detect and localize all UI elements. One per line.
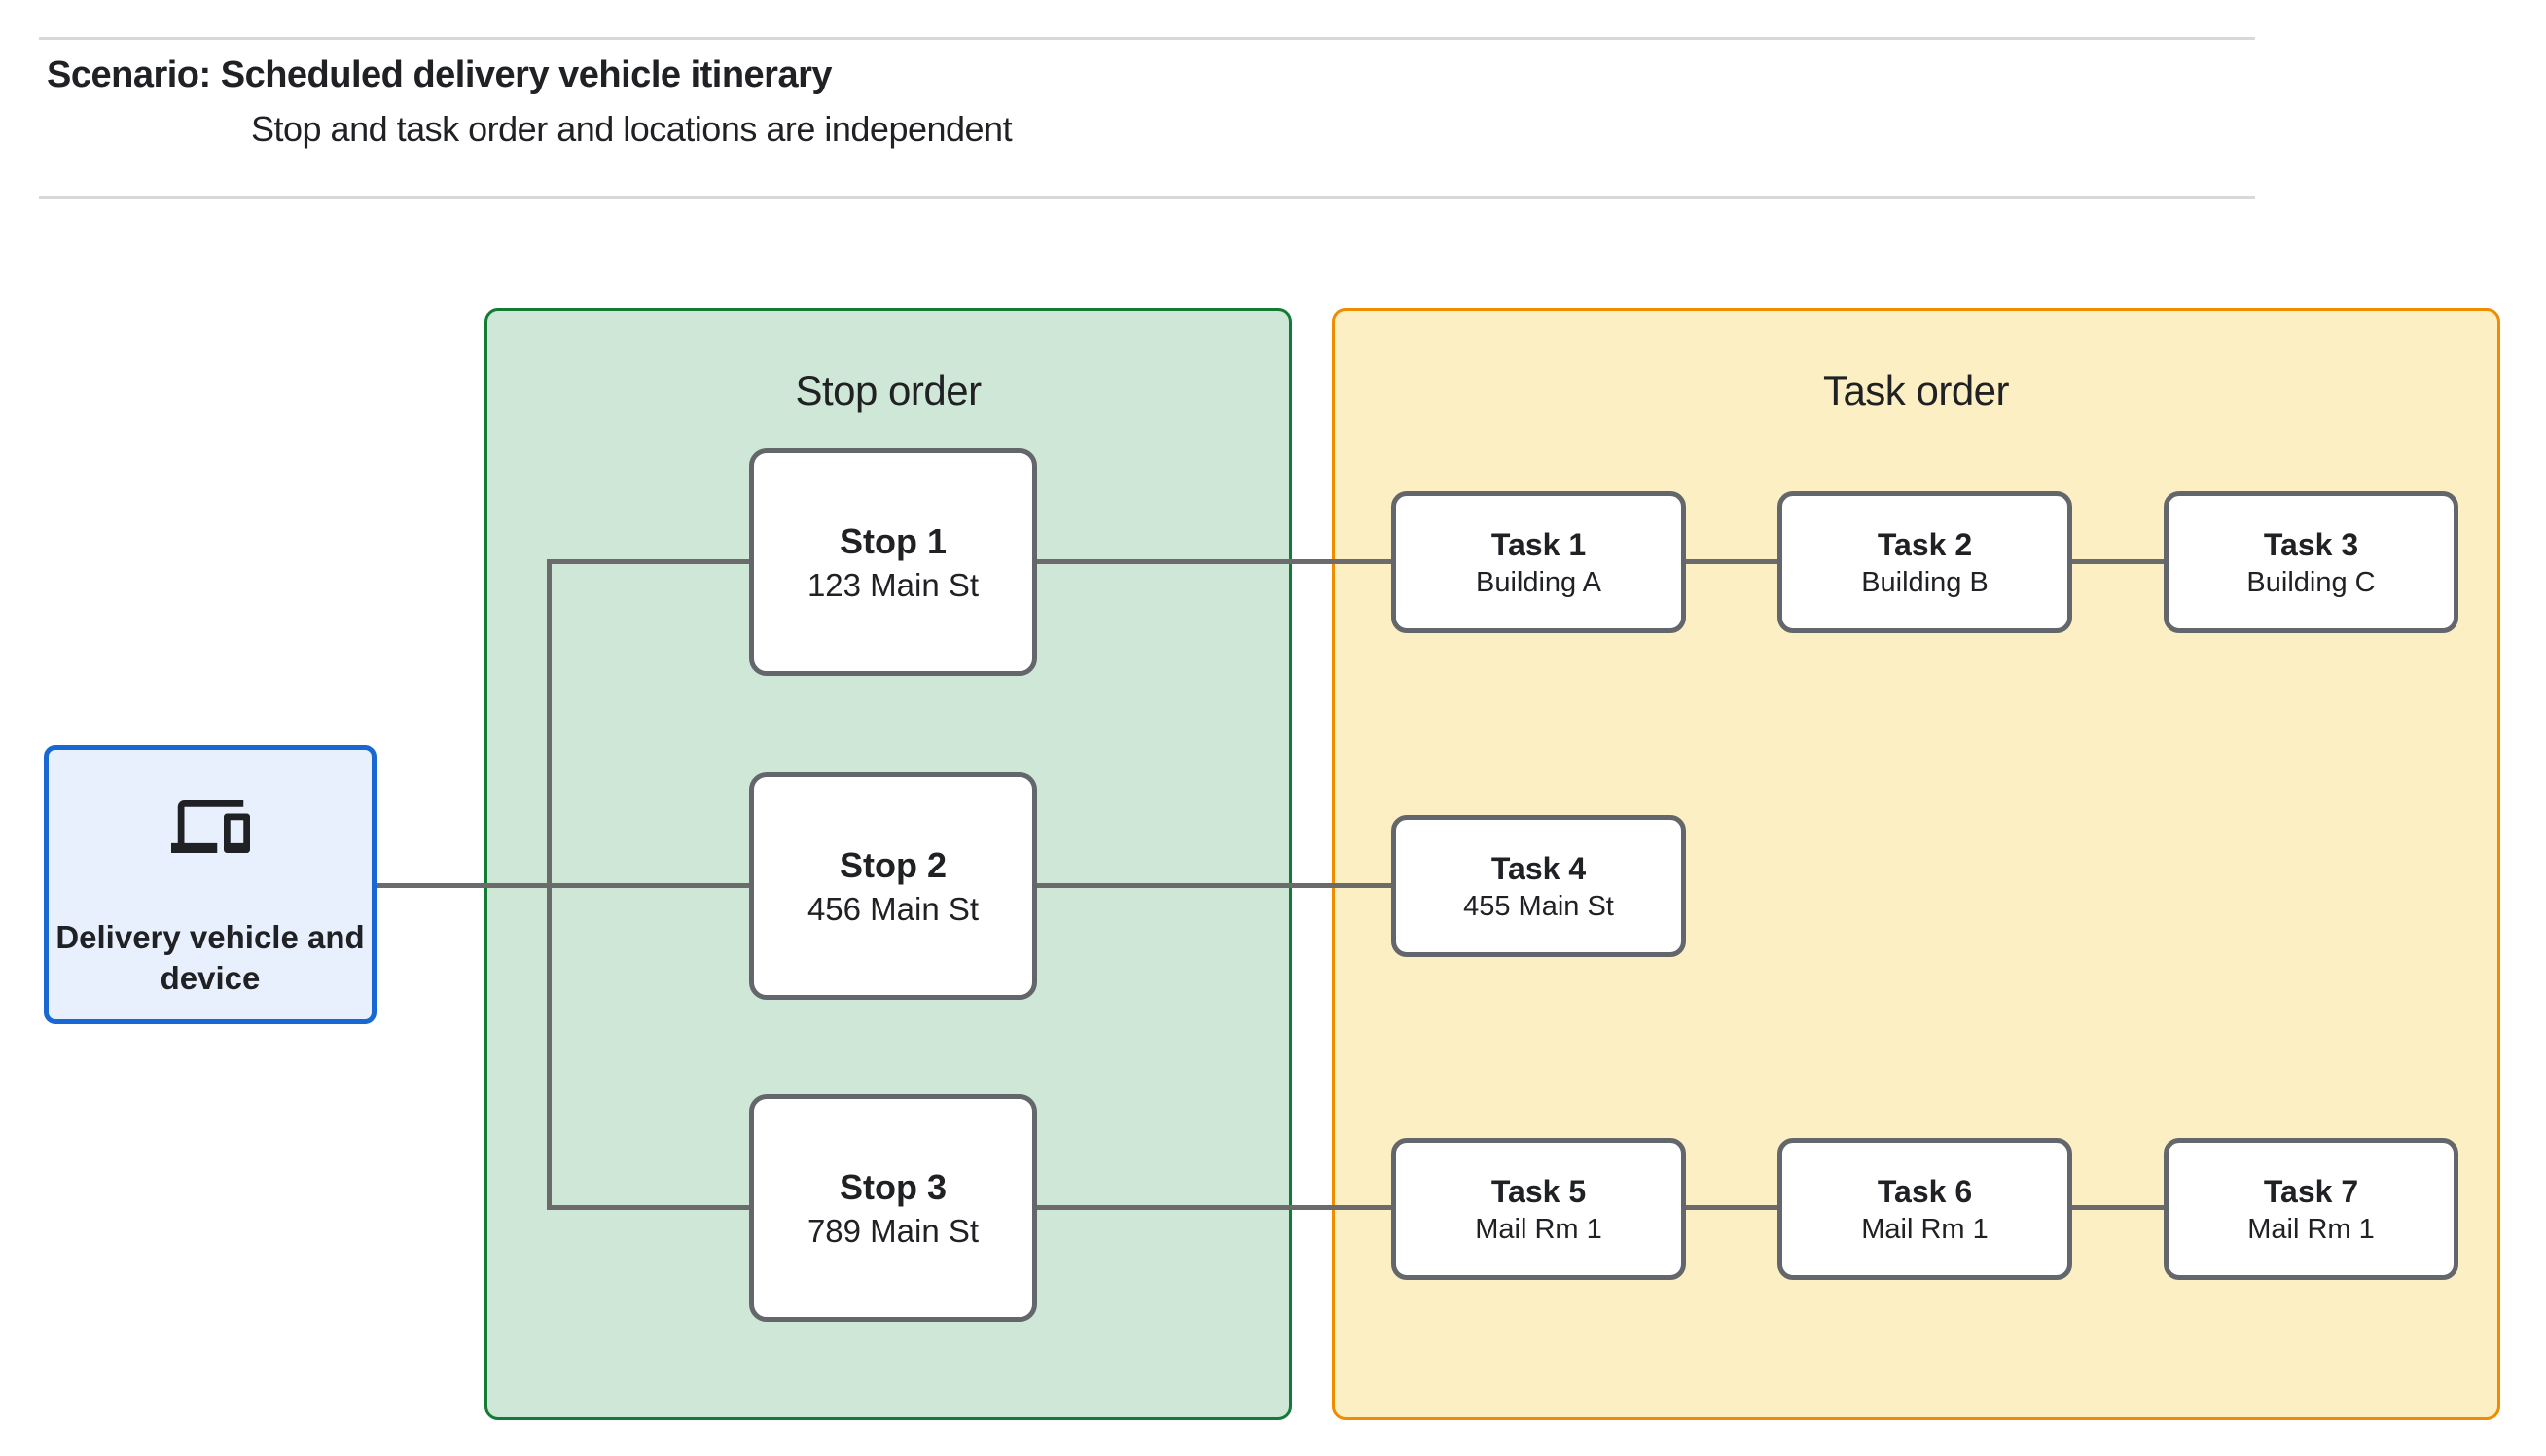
stop-node-2: Stop 2 456 Main St: [749, 772, 1037, 1000]
top-rule: [39, 37, 2255, 40]
page-title: Scenario: Scheduled delivery vehicle iti…: [47, 54, 833, 95]
task-node-1: Task 1 Building A: [1391, 491, 1686, 633]
task-location: Building C: [2246, 566, 2376, 598]
task-node-6: Task 6 Mail Rm 1: [1777, 1138, 2072, 1280]
task-location: Building B: [1861, 566, 1989, 598]
bottom-rule: [39, 196, 2255, 199]
stop-location: 456 Main St: [807, 891, 980, 927]
task-name: Task 4: [1490, 850, 1587, 886]
stop-node-3: Stop 3 789 Main St: [749, 1094, 1037, 1322]
task-node-3: Task 3 Building C: [2164, 491, 2458, 633]
task-order-title: Task order: [1822, 368, 2010, 413]
task-location: Mail Rm 1: [1475, 1213, 1602, 1245]
connector-task5-task6: [1686, 1205, 1777, 1210]
task-name: Task 3: [2263, 526, 2359, 562]
task-location: Mail Rm 1: [2247, 1213, 2375, 1245]
stop-order-title: Stop order: [795, 368, 982, 413]
connector-task1-task2: [1686, 559, 1777, 564]
page-subtitle: Stop and task order and locations are in…: [251, 109, 1013, 149]
task-location: Mail Rm 1: [1861, 1213, 1989, 1245]
stop-name: Stop 2: [839, 845, 947, 885]
connector-stop3-task5: [1037, 1205, 1391, 1210]
vehicle-node: Delivery vehicle and device: [44, 745, 377, 1024]
connector-trunk-stop1: [547, 559, 749, 564]
task-name: Task 6: [1877, 1173, 1973, 1209]
task-node-4: Task 4 455 Main St: [1391, 815, 1686, 957]
task-name: Task 1: [1490, 526, 1587, 562]
task-node-5: Task 5 Mail Rm 1: [1391, 1138, 1686, 1280]
stop-location: 123 Main St: [807, 567, 980, 603]
vehicle-label: Delivery vehicle and device: [55, 919, 365, 996]
task-location: Building A: [1476, 566, 1601, 598]
stop-location: 789 Main St: [807, 1213, 980, 1249]
connector-task6-task7: [2072, 1205, 2164, 1210]
stop-node-1: Stop 1 123 Main St: [749, 448, 1037, 676]
task-node-7: Task 7 Mail Rm 1: [2164, 1138, 2458, 1280]
connector-stop2-task4: [1037, 883, 1391, 888]
task-location: 455 Main St: [1463, 890, 1614, 922]
task-name: Task 7: [2263, 1173, 2359, 1209]
connector-vehicle-stop2: [377, 883, 749, 888]
stop-name: Stop 3: [839, 1167, 947, 1207]
task-name: Task 5: [1490, 1173, 1587, 1209]
connector-task2-task3: [2072, 559, 2164, 564]
task-node-2: Task 2 Building B: [1777, 491, 2072, 633]
connector-stop1-task1: [1037, 559, 1391, 564]
stop-name: Stop 1: [839, 521, 947, 561]
devices-icon: [170, 800, 250, 853]
connector-trunk-stop3: [547, 1205, 749, 1210]
task-name: Task 2: [1877, 526, 1973, 562]
